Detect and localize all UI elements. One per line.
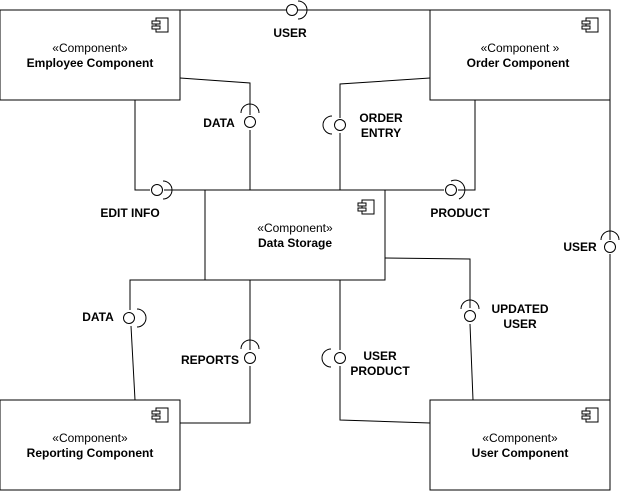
wire-reports xyxy=(180,280,251,424)
wire-user-product xyxy=(339,280,431,424)
stereotype-label: «Component» xyxy=(257,221,333,235)
label-user-product-line1: USER xyxy=(363,349,397,363)
component-name: Employee Component xyxy=(27,56,154,70)
label-order-entry-line1: ORDER xyxy=(359,111,403,125)
wire-product xyxy=(385,100,476,191)
stereotype-label: «Component » xyxy=(481,41,560,55)
component-name: Data Storage xyxy=(258,236,332,250)
component-reporting[interactable]: «Component» Reporting Component xyxy=(0,399,181,491)
interface-user-top xyxy=(286,0,308,20)
label-product: PRODUCT xyxy=(430,206,490,220)
wire-edit-info xyxy=(134,100,205,191)
interface-data-employee xyxy=(240,103,260,128)
label-reports: REPORTS xyxy=(181,353,239,367)
component-employee[interactable]: «Component» Employee Component xyxy=(0,9,181,101)
wire-order-entry xyxy=(339,77,431,190)
component-icon xyxy=(151,407,169,423)
component-icon xyxy=(581,407,599,423)
wire-updated-user xyxy=(384,257,474,401)
stereotype-label: «Component» xyxy=(52,431,128,445)
interface-order-entry xyxy=(322,115,346,135)
interface-data-reporting xyxy=(123,308,147,328)
interface-updated-user xyxy=(460,299,480,322)
label-updated-user-line1: UPDATED xyxy=(491,302,548,316)
component-order[interactable]: «Component » Order Component xyxy=(429,9,611,101)
interface-user-right xyxy=(600,230,620,253)
label-edit-info: EDIT INFO xyxy=(100,206,159,220)
label-data-employee: DATA xyxy=(203,116,235,130)
wire-data-employee xyxy=(179,77,251,190)
interface-labels: USER DATA ORDER ENTRY EDIT INFO PRODUCT … xyxy=(82,26,597,378)
component-name: Order Component xyxy=(467,56,570,70)
component-name: Reporting Component xyxy=(27,446,154,460)
label-user-right: USER xyxy=(563,240,597,254)
interface-user-product xyxy=(321,348,346,368)
component-icon xyxy=(581,17,599,33)
label-user-top: USER xyxy=(273,26,307,40)
label-order-entry-line2: ENTRY xyxy=(361,126,401,140)
interface-reports xyxy=(240,339,260,364)
wire-data-reporting xyxy=(129,279,205,401)
label-data-reporting: DATA xyxy=(82,310,114,324)
interface-edit-info xyxy=(151,180,173,200)
interface-product xyxy=(445,179,466,200)
component-name: User Component xyxy=(472,446,569,460)
connector-wires xyxy=(129,9,611,424)
stereotype-label: «Component» xyxy=(52,41,128,55)
component-icon xyxy=(357,199,375,215)
interface-symbols xyxy=(123,0,620,368)
component-user[interactable]: «Component» User Component xyxy=(429,399,611,491)
stereotype-label: «Component» xyxy=(482,431,558,445)
label-updated-user-line2: USER xyxy=(503,317,537,331)
component-storage[interactable]: «Component» Data Storage xyxy=(204,189,386,281)
label-user-product-line2: PRODUCT xyxy=(350,364,410,378)
component-icon xyxy=(151,17,169,33)
